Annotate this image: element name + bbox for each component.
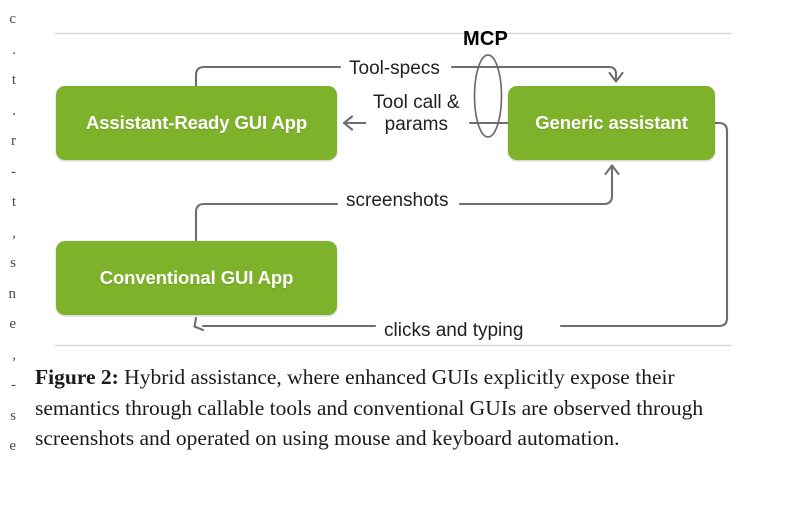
annotation-label-mcp: MCP bbox=[463, 28, 509, 50]
diagram-canvas: Assistant-Ready GUI App Generic assistan… bbox=[55, 28, 731, 347]
clipped-column-fragment: . bbox=[12, 41, 16, 58]
edge-label-tool-call-line1: Tool call & bbox=[373, 92, 460, 113]
diagram-connectors bbox=[55, 32, 731, 347]
clipped-column-fragment: t bbox=[11, 72, 16, 88]
clipped-column-fragment: , bbox=[12, 224, 16, 241]
node-conventional-gui-app[interactable]: Conventional GUI App bbox=[56, 241, 337, 315]
node-generic-assistant-label: Generic assistant bbox=[535, 112, 688, 133]
clipped-column-fragment: s bbox=[10, 255, 16, 271]
figure-caption-lead: Figure 2: bbox=[35, 365, 119, 389]
clipped-column-fragment: r bbox=[11, 133, 16, 149]
edge-tool-specs-path-left bbox=[194, 65, 342, 88]
edge-clicks-arrowhead bbox=[193, 316, 205, 332]
clipped-column-fragment: e bbox=[9, 316, 16, 332]
mcp-ellipse-icon bbox=[473, 54, 503, 138]
edge-tool-specs-arrowhead bbox=[608, 71, 624, 83]
clipped-column-fragment: t bbox=[11, 194, 16, 210]
edge-screenshots-path-left bbox=[194, 202, 339, 243]
clipped-column-fragment: - bbox=[11, 377, 16, 393]
node-conventional-label: Conventional GUI App bbox=[99, 267, 294, 288]
clipped-column-fragment: e bbox=[9, 438, 16, 454]
node-generic-assistant[interactable]: Generic assistant bbox=[508, 86, 715, 160]
clipped-column-fragment: n bbox=[8, 285, 17, 302]
edge-tool-specs-path-right bbox=[450, 65, 618, 82]
edge-clicks-path-right bbox=[559, 121, 729, 328]
clipped-column-fragment: . bbox=[12, 102, 16, 119]
edge-label-tool-call-and-params: Tool call & params bbox=[366, 92, 467, 137]
edge-screenshots-arrowhead bbox=[604, 164, 620, 176]
clipped-column-fragment: s bbox=[10, 407, 16, 424]
clipped-column-fragment: , bbox=[12, 346, 16, 363]
edge-label-clicks-and-typing: clicks and typing bbox=[378, 320, 530, 343]
figure-caption-text: Hybrid assistance, where enhanced GUIs e… bbox=[35, 365, 704, 450]
clipped-column-fragment: - bbox=[11, 163, 16, 180]
edge-screenshots-path-right bbox=[458, 165, 614, 206]
edge-label-screenshots: screenshots bbox=[340, 190, 455, 213]
edge-tool-call-arrowhead bbox=[342, 115, 354, 131]
figure-caption: Figure 2: Hybrid assistance, where enhan… bbox=[35, 362, 753, 454]
node-assistant-ready-gui-app[interactable]: Assistant-Ready GUI App bbox=[56, 86, 337, 160]
edge-label-tool-call-line2: params bbox=[384, 114, 448, 136]
edge-label-tool-specs: Tool-specs bbox=[343, 58, 446, 81]
clipped-column-fragment: c bbox=[9, 11, 16, 27]
node-assistant-ready-label: Assistant-Ready GUI App bbox=[85, 112, 308, 133]
